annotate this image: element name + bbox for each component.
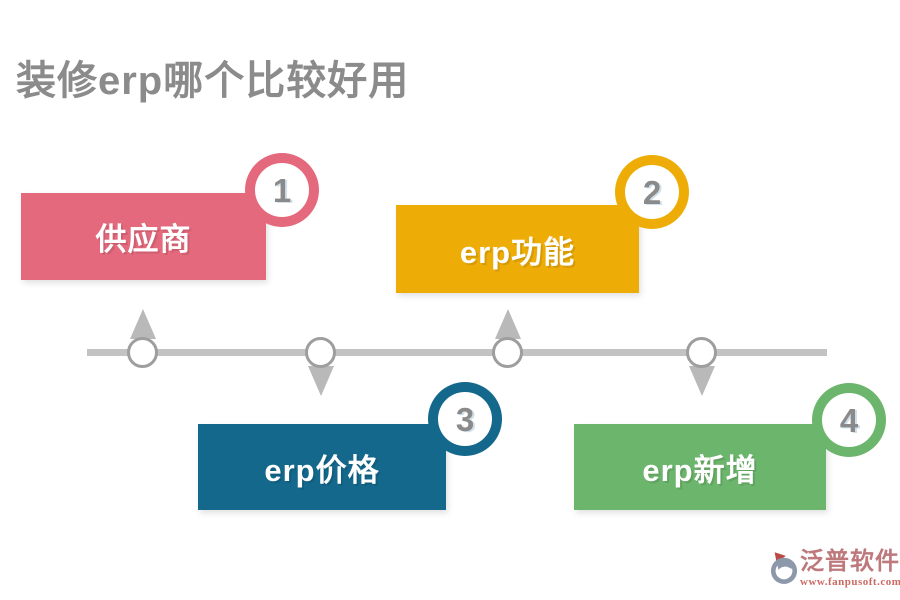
brand-name: 泛普软件 <box>800 549 900 575</box>
step-badge-2: 2 <box>615 155 689 229</box>
brand-url: www.fanpusoft.com <box>800 576 900 589</box>
step-label: erp新增 <box>642 452 758 488</box>
timeline-arrow-down-4 <box>689 366 715 396</box>
badge-inner-circle: 3 <box>438 392 492 446</box>
timeline-arrow-up-1 <box>130 309 156 339</box>
step-number: 1 <box>272 171 292 209</box>
timeline-node-3 <box>492 337 523 368</box>
step-badge-1: 1 <box>245 153 319 227</box>
step-box-erp-price: erp价格 <box>198 424 446 510</box>
badge-inner-circle: 1 <box>255 163 309 217</box>
step-box-erp-new: erp新增 <box>574 424 826 510</box>
step-box-supplier: 供应商 <box>21 193 266 280</box>
brand-footer: 泛普软件 www.fanpusoft.com <box>770 549 900 589</box>
step-badge-3: 3 <box>428 382 502 456</box>
step-box-erp-function: erp功能 <box>396 205 639 293</box>
badge-inner-circle: 4 <box>822 393 876 447</box>
brand-text-block: 泛普软件 www.fanpusoft.com <box>800 549 900 588</box>
step-badge-4: 4 <box>812 383 886 457</box>
step-number: 3 <box>455 400 475 438</box>
step-label: 供应商 <box>95 222 192 257</box>
timeline-node-4 <box>686 337 717 368</box>
step-number: 4 <box>839 401 859 439</box>
step-label: erp功能 <box>459 234 576 270</box>
timeline-arrow-up-3 <box>495 309 521 339</box>
fanpu-logo-icon <box>770 552 798 584</box>
timeline-node-2 <box>305 337 336 368</box>
timeline-node-1 <box>127 337 158 368</box>
timeline-line <box>87 349 827 356</box>
step-number: 2 <box>642 173 662 211</box>
badge-inner-circle: 2 <box>625 165 679 219</box>
timeline-arrow-down-2 <box>308 366 334 396</box>
step-label: erp价格 <box>264 452 380 488</box>
page-title: 装修erp哪个比较好用 <box>16 59 410 103</box>
